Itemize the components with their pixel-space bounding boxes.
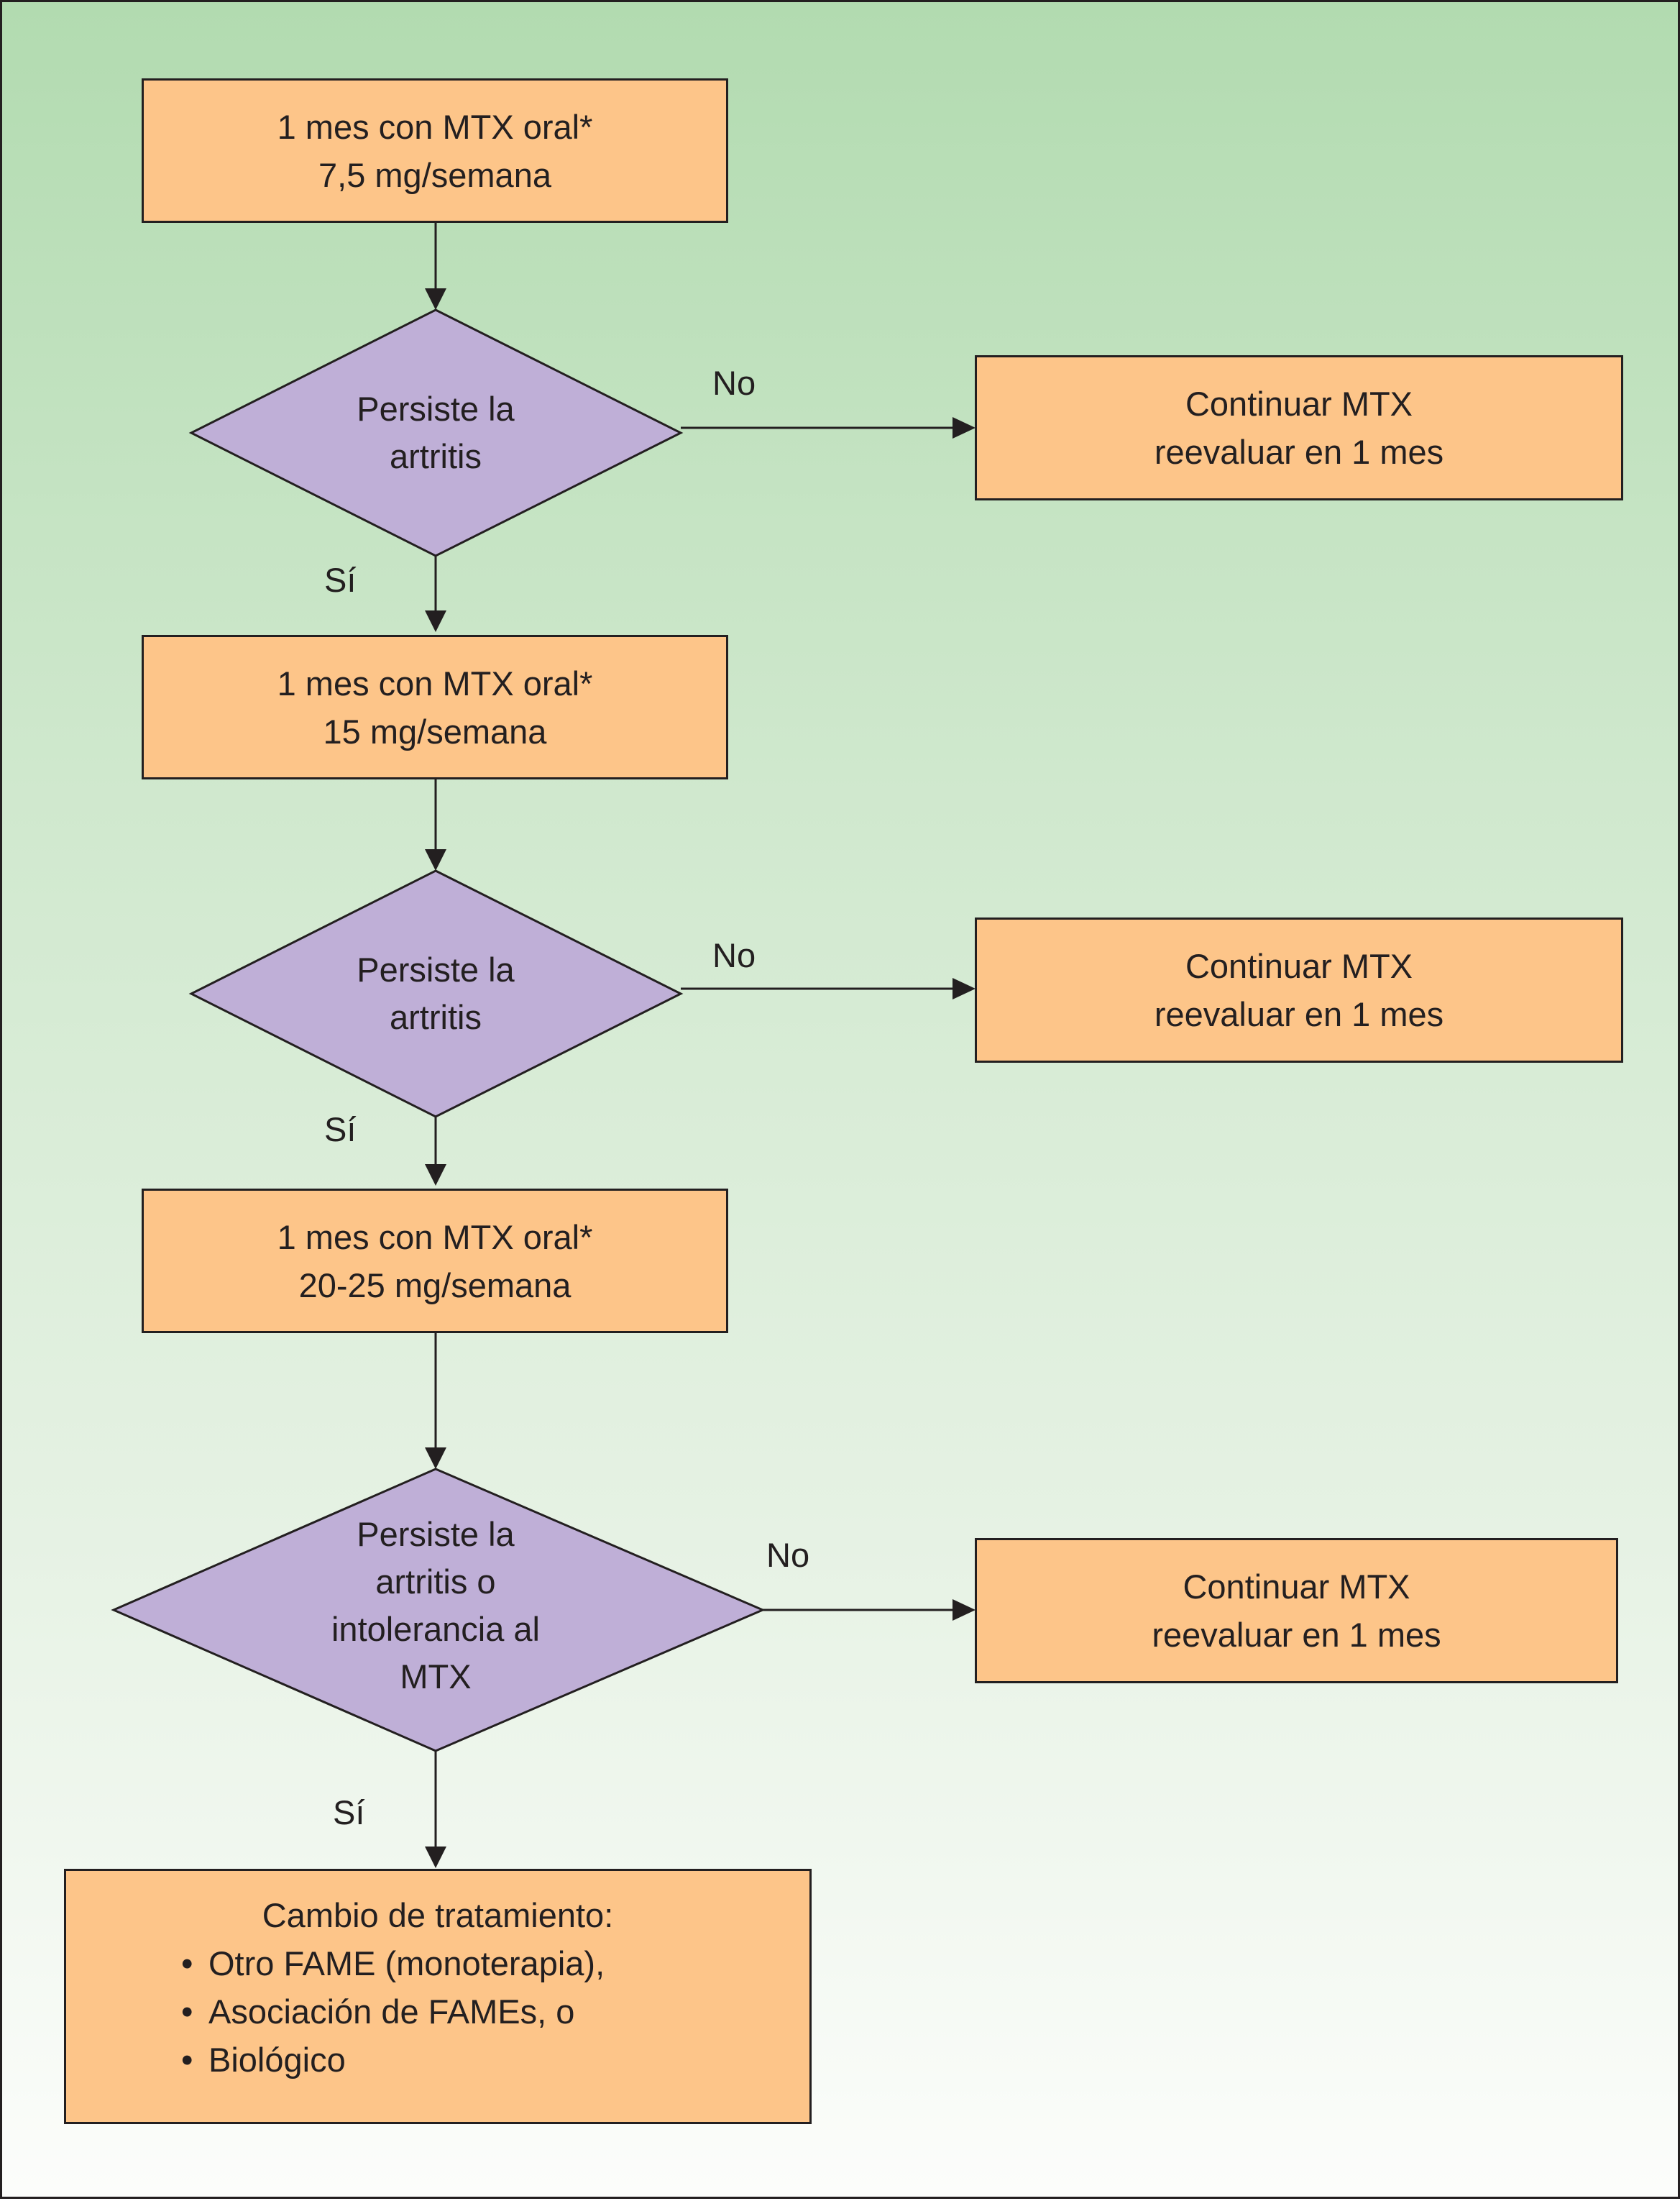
continue-box-1-line2: reevaluar en 1 mes [1154, 433, 1444, 471]
decision-1-line1: Persiste la [357, 390, 515, 428]
arrowhead [425, 1164, 446, 1186]
decision-3-line2: artritis o [375, 1562, 496, 1601]
edge-label-yes-1: Sí [324, 561, 357, 599]
decision-2-text: Persiste la artritis [256, 922, 615, 1066]
arrowhead [425, 1847, 446, 1868]
decision-1-text: Persiste la artritis [256, 361, 615, 505]
continue-box-2-line1: Continuar MTX [1185, 947, 1413, 985]
arrowhead [953, 1599, 976, 1621]
continue-box-3-line1: Continuar MTX [1183, 1568, 1410, 1606]
decision-2-line1: Persiste la [357, 951, 515, 989]
step-box-3: 1 mes con MTX oral* 20-25 mg/semana [142, 1189, 728, 1333]
continue-box-3-line2: reevaluar en 1 mes [1152, 1616, 1441, 1654]
step-box-1: 1 mes con MTX oral* 7,5 mg/semana [142, 78, 728, 223]
arrowhead [425, 849, 446, 871]
final-treatment-title: Cambio de tratamiento: [262, 1896, 614, 1934]
step-box-2-line2: 15 mg/semana [323, 712, 547, 751]
decision-3-line1: Persiste la [357, 1515, 515, 1553]
step-box-3-line2: 20-25 mg/semana [298, 1266, 572, 1304]
step-box-2: 1 mes con MTX oral* 15 mg/semana [142, 635, 728, 779]
arrowhead [953, 978, 976, 999]
step-box-1-line2: 7,5 mg/semana [318, 155, 551, 194]
edge-label-yes-3: Sí [333, 1793, 365, 1831]
edge-label-yes-2: Sí [324, 1110, 357, 1148]
final-option-2: Asociación de FAMEs, o [181, 1987, 809, 2036]
final-option-1: Otro FAME (monoterapia), [181, 1939, 809, 1987]
decision-diamond-2 [188, 869, 684, 1118]
edge-label-no-3: No [766, 1536, 810, 1574]
arrowhead [953, 417, 976, 439]
decision-3-line3: intolerancia al [331, 1610, 540, 1648]
continue-box-2: Continuar MTX reevaluar en 1 mes [975, 918, 1623, 1063]
continue-box-2-line2: reevaluar en 1 mes [1154, 995, 1444, 1033]
final-option-3: Biológico [181, 2036, 809, 2084]
final-treatment-box: Cambio de tratamiento: Otro FAME (monote… [64, 1869, 812, 2124]
step-box-1-line1: 1 mes con MTX oral* [277, 107, 593, 146]
decision-2-line2: artritis [390, 998, 482, 1036]
edge-label-no-1: No [712, 364, 756, 402]
decision-diamond-1 [188, 308, 684, 557]
continue-box-1: Continuar MTX reevaluar en 1 mes [975, 355, 1623, 500]
arrowhead [425, 610, 446, 632]
decision-3-text: Persiste la artritis o intolerancia al M… [256, 1483, 615, 1728]
continue-box-3: Continuar MTX reevaluar en 1 mes [975, 1538, 1618, 1683]
arrowhead [425, 288, 446, 310]
continue-box-1-line1: Continuar MTX [1185, 385, 1413, 423]
final-treatment-options: Otro FAME (monoterapia), Asociación de F… [66, 1939, 809, 2084]
decision-3-line4: MTX [400, 1657, 472, 1696]
decision-1-line2: artritis [390, 437, 482, 475]
arrowhead [425, 1447, 446, 1469]
edge-label-no-2: No [712, 936, 756, 974]
step-box-2-line1: 1 mes con MTX oral* [277, 664, 593, 703]
step-box-3-line1: 1 mes con MTX oral* [277, 1217, 593, 1256]
decision-diamond-3 [111, 1468, 766, 1752]
